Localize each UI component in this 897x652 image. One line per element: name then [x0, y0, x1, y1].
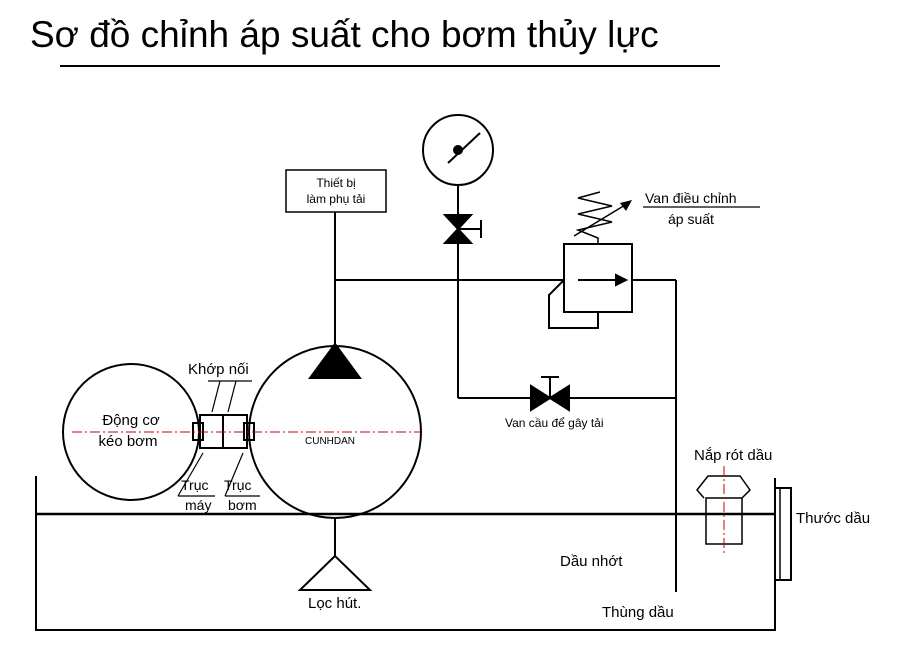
page-title: Sơ đồ chỉnh áp suất cho bơm thủy lực — [30, 14, 659, 55]
gauge-needle — [447, 132, 481, 164]
filter-icon — [297, 554, 373, 591]
motor-shaft-label-line1: Trục — [181, 477, 208, 493]
filler-cap-label: Nắp rót dầu — [694, 447, 772, 464]
spring-adjust-arrowhead — [620, 200, 632, 211]
motor-label-line1: Động cơ — [102, 412, 160, 429]
tank-label: Thùng dầu — [602, 604, 674, 621]
title-underline — [60, 65, 720, 67]
dipstick — [774, 487, 792, 581]
pump-shaft-leader — [224, 452, 244, 497]
motor-label-line2: kéo bơm — [98, 433, 157, 450]
pump-overlap-label: CUNHDAN — [305, 436, 355, 447]
suction-filter-label: Lọc hút. — [308, 595, 361, 612]
pressure-valve-label-line1: Van điều chỉnh — [645, 190, 737, 206]
load-device-box — [285, 169, 387, 213]
coupling-leader-b — [227, 380, 237, 413]
pressure-valve-label-line2: áp suất — [668, 211, 714, 227]
oil-label: Dầu nhớt — [560, 553, 623, 570]
shutoff-valve-icon — [442, 214, 482, 244]
pump-shaft-label-line2: bơm — [228, 497, 257, 513]
relief-valve-icon — [548, 243, 633, 329]
gauge-pivot — [453, 145, 463, 155]
pump-outlet-triangle-icon — [308, 342, 362, 379]
pump-shaft-label-line1: Trục — [224, 477, 251, 493]
motor-shaft-leader — [177, 452, 204, 497]
load-device-label-line1: Thiết bị — [316, 176, 355, 190]
coupling-label: Khớp nối — [188, 361, 249, 378]
spring-adjust-arrow — [573, 201, 631, 237]
ball-valve-label: Van cầu để gây tải — [505, 416, 604, 430]
coupling-leader-a — [211, 380, 221, 413]
dipstick-label: Thước dầu — [796, 510, 870, 527]
spring-icon — [575, 191, 613, 244]
load-device-label-line2: làm phụ tải — [307, 192, 366, 206]
motor-shaft-label-line2: máy — [185, 497, 211, 513]
ball-valve-icon — [530, 376, 570, 412]
pressure-gauge-icon — [422, 114, 494, 186]
